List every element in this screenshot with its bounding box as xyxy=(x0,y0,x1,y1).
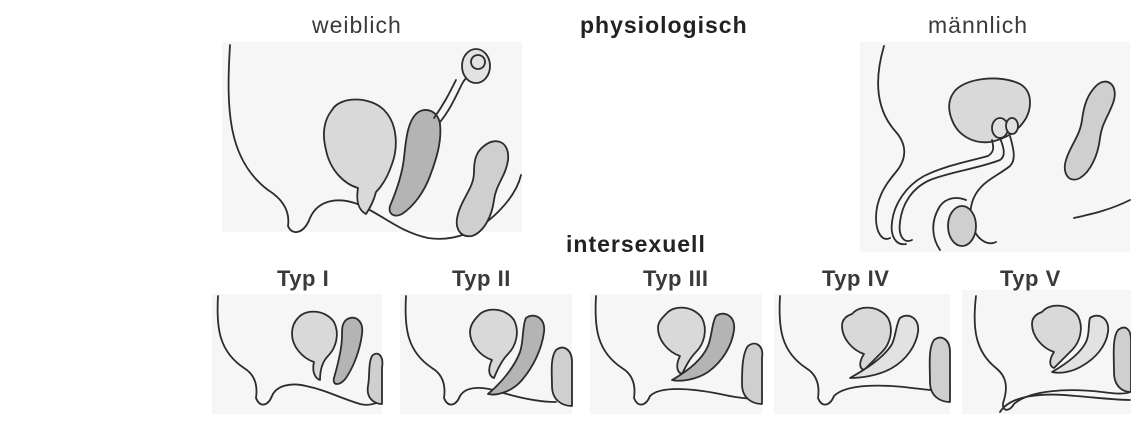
typ-4-rectum xyxy=(930,338,950,402)
label-typ-1: Typ I xyxy=(277,268,329,290)
label-male: männlich xyxy=(928,14,1028,37)
label-typ-5: Typ V xyxy=(1000,268,1061,290)
typ-1-rectum xyxy=(368,354,383,404)
male-testis xyxy=(948,206,976,246)
typ-5-drawing xyxy=(962,290,1131,414)
male-anatomy-drawing xyxy=(860,42,1130,252)
typ-2-rectum xyxy=(552,348,572,406)
female-anatomy-drawing xyxy=(222,42,522,239)
typ-2-drawing xyxy=(400,294,572,414)
label-physiological: physiologisch xyxy=(580,14,748,37)
male-seminal-vesicle xyxy=(1006,118,1018,134)
typ-5-rectum xyxy=(1114,328,1131,392)
label-female: weiblich xyxy=(312,14,402,37)
typ-1-drawing xyxy=(212,294,382,414)
label-typ-4: Typ IV xyxy=(822,268,889,290)
label-typ-2: Typ II xyxy=(452,268,511,290)
female-ovary xyxy=(462,49,490,83)
label-intersex: intersexuell xyxy=(566,233,706,256)
typ-4-drawing xyxy=(774,294,950,414)
label-typ-3: Typ III xyxy=(643,268,708,290)
typ-3-rectum xyxy=(742,344,762,404)
typ-3-drawing xyxy=(590,294,762,414)
